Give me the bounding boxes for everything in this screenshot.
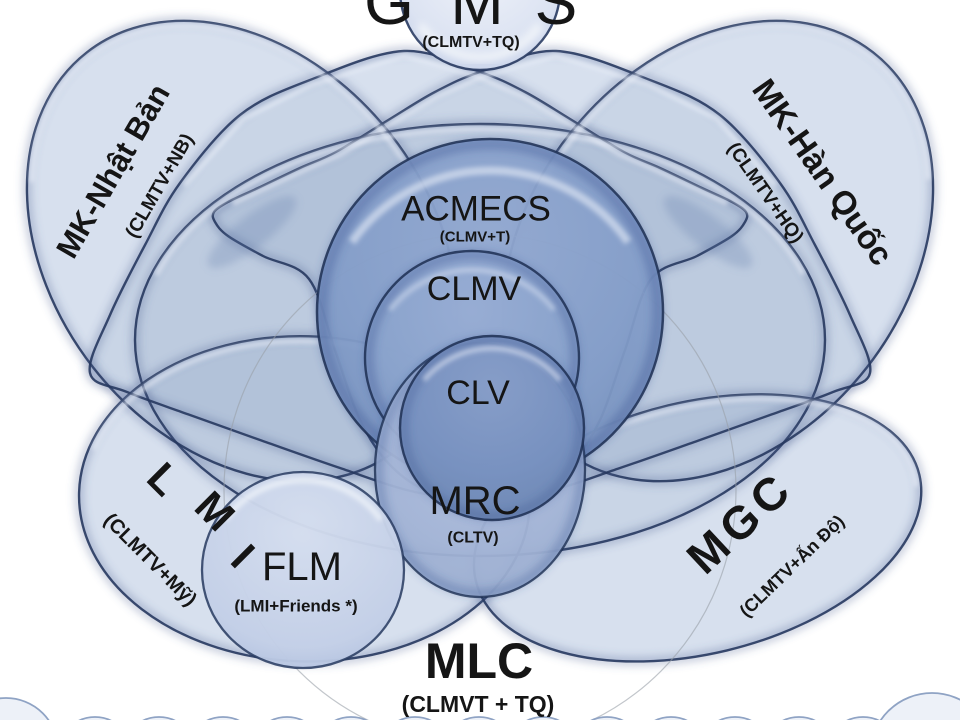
- svg-text:(CLMTV+TQ): (CLMTV+TQ): [422, 34, 519, 51]
- svg-text:CLV: CLV: [446, 374, 510, 412]
- svg-text:S: S: [535, 0, 578, 38]
- svg-text:FLM: FLM: [262, 545, 342, 589]
- svg-text:CLMV: CLMV: [427, 270, 522, 308]
- svg-text:MLC: MLC: [425, 633, 533, 689]
- svg-text:G: G: [364, 0, 414, 38]
- svg-text:(LMI+Friends *): (LMI+Friends *): [234, 597, 357, 616]
- svg-text:(CLMV+T): (CLMV+T): [440, 229, 510, 246]
- svg-text:ACMECS: ACMECS: [401, 190, 551, 229]
- svg-text:(CLMVT + TQ): (CLMVT + TQ): [402, 691, 555, 717]
- svg-text:M: M: [450, 0, 503, 38]
- svg-text:(CLTV): (CLTV): [447, 530, 498, 547]
- svg-text:MRC: MRC: [429, 479, 520, 523]
